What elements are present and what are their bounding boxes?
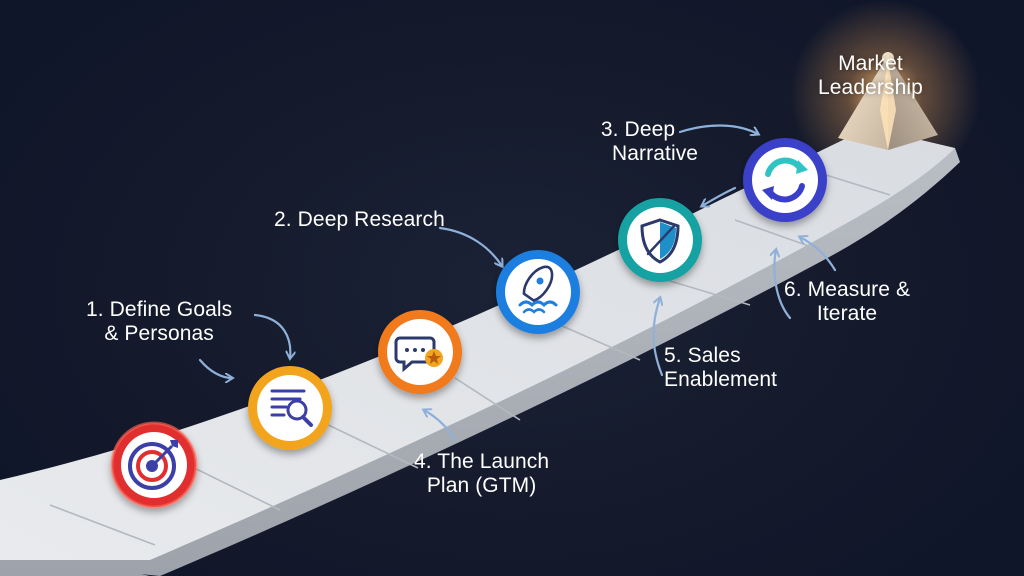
shield-icon xyxy=(640,218,680,264)
step-6-label-line1: 6. Measure & xyxy=(784,278,911,301)
step-3-label: 3. Deep Narrative xyxy=(578,118,698,166)
step-4-label-line1: 4. The Launch xyxy=(414,450,550,473)
arrow-step6 xyxy=(774,250,792,320)
road-surface xyxy=(0,128,955,560)
step-1-label-line2: & Personas xyxy=(104,322,214,345)
step-1-label-line1: 1. Define Goals xyxy=(86,298,233,321)
goal-label-line1: Market xyxy=(838,52,903,75)
goal-label: Market Leadership xyxy=(818,52,923,100)
step-5-label: 5. Sales Enablement xyxy=(664,344,777,392)
target-icon xyxy=(128,440,178,490)
arrow-step6-b xyxy=(800,237,837,272)
arrow-step3 xyxy=(678,124,758,135)
goal-label-line2: Leadership xyxy=(818,76,923,99)
summit-pyramid xyxy=(838,52,938,150)
step-4-label: 4. The Launch Plan (GTM) xyxy=(414,450,549,498)
arrow-step5 xyxy=(652,298,663,377)
step-2-label-line1: 2. Deep Research xyxy=(274,208,445,231)
rocket-icon xyxy=(518,265,558,314)
connector-arrows xyxy=(198,124,837,442)
document-search-icon xyxy=(270,389,313,427)
arrow-step1 xyxy=(253,313,290,358)
step-6-label: 6. Measure & Iterate xyxy=(784,278,910,326)
step-3-label-line2: Narrative xyxy=(612,142,699,165)
chat-star-icon xyxy=(394,336,443,373)
arrow-step4 xyxy=(424,410,457,442)
arrow-step1-b xyxy=(198,358,232,378)
arrow-step2 xyxy=(438,226,502,266)
step-6-label-line2: Iterate xyxy=(816,302,878,325)
step-5-label-line2: Enablement xyxy=(664,368,778,391)
step-3-label-line1: 3. Deep xyxy=(600,118,676,141)
step-4-label-line2: Plan (GTM) xyxy=(426,474,537,497)
step-1-label: 1. Define Goals & Personas xyxy=(86,298,232,346)
step-6-node[interactable] xyxy=(743,138,827,222)
arrow-3-to-6 xyxy=(702,186,737,206)
step-2-label: 2. Deep Research xyxy=(274,208,445,232)
step-5-label-line1: 5. Sales xyxy=(664,344,741,367)
refresh-cycle-icon xyxy=(762,157,808,203)
